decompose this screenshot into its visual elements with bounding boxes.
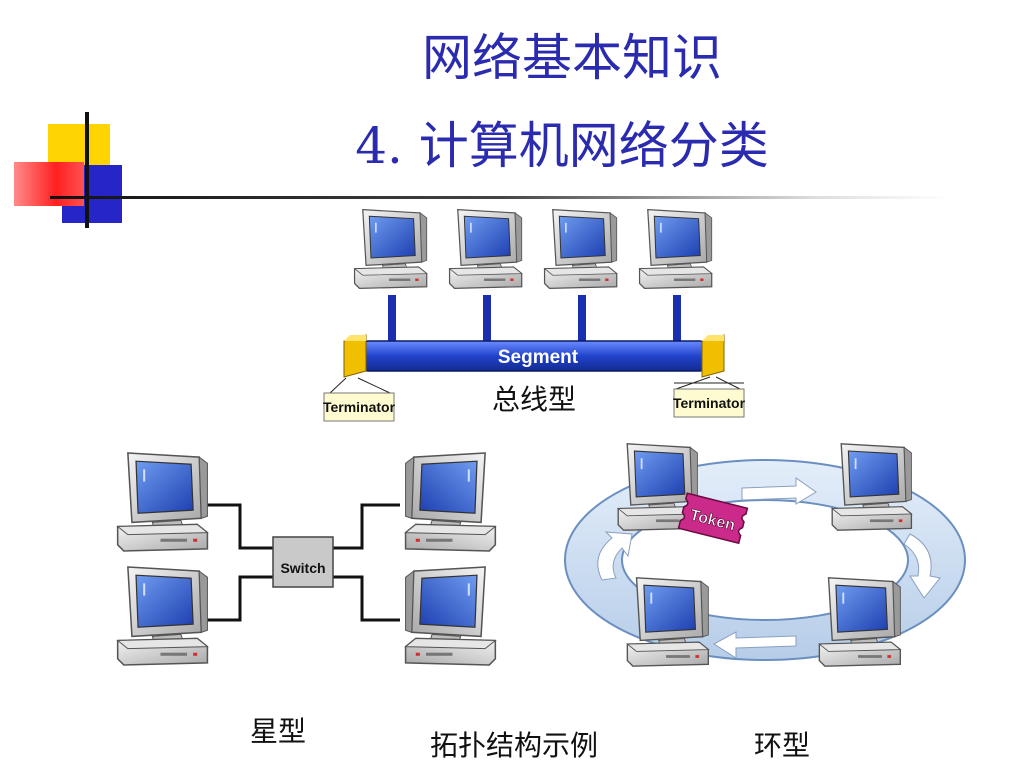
bus-drop-2	[483, 295, 491, 347]
star-caption: 星型	[250, 715, 307, 748]
bus-computer-3	[543, 208, 618, 290]
token-badge: Token	[677, 492, 749, 545]
ring-arrow-top	[741, 477, 817, 505]
star-cable-3	[200, 575, 274, 622]
star-cable-2	[332, 503, 400, 550]
bus-computer-2	[448, 208, 523, 290]
footer-caption: 拓扑结构示例	[430, 729, 599, 762]
ring-computer-bottom-left	[626, 576, 710, 668]
switch-box	[272, 536, 334, 588]
terminator-left-callout	[323, 392, 395, 422]
ring-arrow-bottom	[713, 631, 797, 659]
ring-arrow-right	[903, 533, 941, 599]
segment-label: Segment	[498, 347, 579, 368]
bus-computer-1	[353, 208, 428, 290]
terminator-right-label: Terminator	[673, 395, 746, 411]
page-title: 网络基本知识	[422, 29, 722, 87]
page-subtitle: 4. 计算机网络分类	[355, 117, 769, 175]
corner-decoration	[0, 0, 1024, 240]
terminator-right-block	[701, 334, 725, 378]
ring-arrow-left	[597, 531, 633, 581]
star-computer-bottom-left	[116, 565, 209, 667]
star-cable-4	[332, 575, 400, 622]
star-cable-1	[200, 503, 274, 550]
star-computer-top-left	[116, 451, 209, 553]
switch-label: Switch	[280, 560, 325, 576]
bus-computer-4	[638, 208, 713, 290]
bus-drop-4	[673, 295, 681, 347]
star-computer-top-right	[404, 451, 497, 553]
terminator-left-label: Terminator	[323, 399, 396, 415]
bus-drop-1	[388, 295, 396, 347]
ring-topology-diagram: Token	[563, 442, 967, 668]
ring-computer-bottom-right	[818, 576, 902, 668]
ring-computer-top-right	[831, 442, 913, 532]
star-computer-bottom-right	[404, 565, 497, 667]
star-topology-diagram: Switch	[116, 451, 497, 667]
bus-topology-diagram: Segment Terminator Terminator	[323, 208, 746, 422]
terminator-right-callout	[673, 388, 745, 418]
terminator-left-block	[343, 334, 367, 378]
bus-drop-3	[578, 295, 586, 347]
bus-caption: 总线型	[492, 383, 577, 416]
vertical-rule	[85, 112, 89, 228]
ring-caption: 环型	[754, 729, 811, 762]
horizontal-rule	[50, 196, 950, 199]
